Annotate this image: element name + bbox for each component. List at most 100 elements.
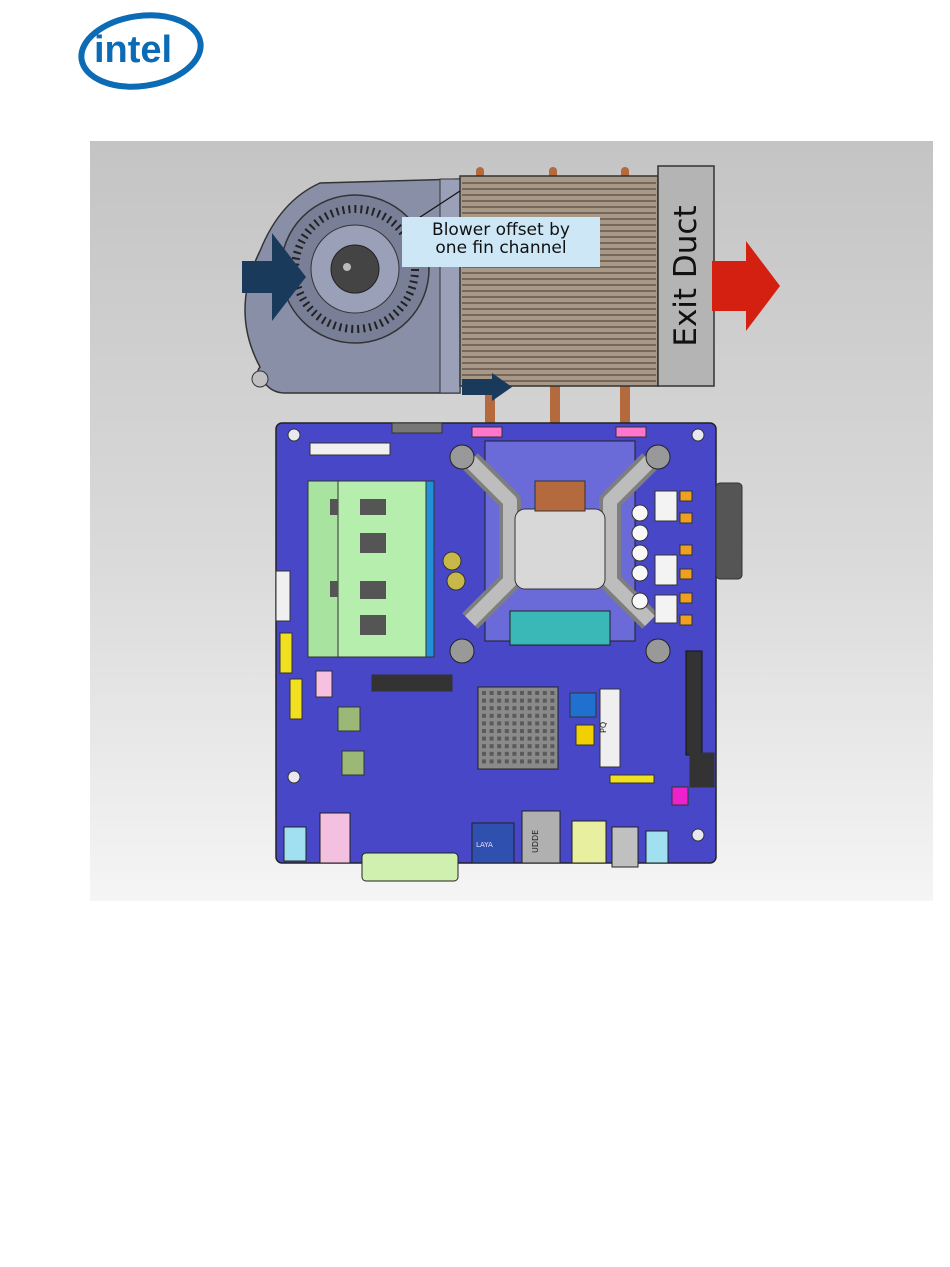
bga-ball [505,759,509,763]
bga-ball [535,737,539,741]
bga-ball [550,737,554,741]
bga-ball [543,729,547,733]
bga-ball [520,706,524,710]
bga-ball [512,714,516,718]
bga-ball [520,714,524,718]
port-label-3: PQ [599,722,608,733]
bga-ball [528,759,532,763]
bga-ball [512,744,516,748]
bga-ball [505,737,509,741]
airflow-out-arrow [712,241,780,331]
thermal-solution-figure: LAYA UDDE PQ Blower offset by one fin ch… [90,141,933,901]
bga-ball [543,706,547,710]
bga-ball [497,729,501,733]
bga-ball [490,699,494,703]
bga-ball [512,752,516,756]
blower-offset-callout: Blower offset by one fin channel [402,217,600,267]
bga-ball [543,752,547,756]
port-label-2: UDDE [531,830,540,853]
bga-ball [550,759,554,763]
bga-ball [535,759,539,763]
exit-duct-label: Exit Duct [658,169,714,383]
motherboard: LAYA UDDE PQ [276,423,742,881]
bga-ball [490,721,494,725]
bga-ball [505,691,509,695]
bga-ball [543,744,547,748]
bga-ball [550,721,554,725]
bga-ball [528,729,532,733]
bga-ball [505,744,509,748]
bga-ball [528,706,532,710]
bga-ball [505,699,509,703]
exit-duct-text: Exit Duct [668,205,704,346]
bga-ball [550,714,554,718]
bga-ball [520,744,524,748]
bga-ball [528,721,532,725]
port-label-1: LAYA [476,841,493,849]
bga-ball [543,691,547,695]
bga-ball [512,759,516,763]
bga-ball [550,699,554,703]
bga-ball [535,706,539,710]
bga-ball [550,691,554,695]
bga-ball [482,759,486,763]
bga-ball [550,706,554,710]
bga-ball [482,744,486,748]
bga-ball [490,714,494,718]
bga-ball [520,752,524,756]
bga-ball [520,737,524,741]
chipset [478,687,558,769]
bga-ball [497,752,501,756]
bga-ball [543,699,547,703]
pcie-slot [686,651,702,755]
bga-ball [490,759,494,763]
callout-line-2: one fin channel [402,239,600,257]
bga-ball [543,714,547,718]
bga-ball [497,744,501,748]
bga-ball [535,721,539,725]
callout-line-1: Blower offset by [402,221,600,239]
bga-ball [528,691,532,695]
bga-ball [497,759,501,763]
bga-ball [528,737,532,741]
bga-ball [505,721,509,725]
bga-ball [528,744,532,748]
bga-ball [490,691,494,695]
bga-ball [520,729,524,733]
bga-ball [482,737,486,741]
bga-ball [535,691,539,695]
bga-ball [497,714,501,718]
bga-ball [490,706,494,710]
bga-ball [505,714,509,718]
bga-ball [482,714,486,718]
intel-logo: intel [78,10,204,92]
bga-ball [490,752,494,756]
bga-ball [512,691,516,695]
bga-ball [535,729,539,733]
bga-ball [520,721,524,725]
bga-ball [520,759,524,763]
bga-ball [482,691,486,695]
bga-ball [550,744,554,748]
bga-ball [482,721,486,725]
electrolytic-cap [443,552,461,570]
bga-ball [512,721,516,725]
bga-ball [505,752,509,756]
bga-ball [550,752,554,756]
bga-ball [543,737,547,741]
bga-ball [520,699,524,703]
bga-ball [505,729,509,733]
bga-ball [482,752,486,756]
bga-ball [482,729,486,733]
bga-ball [497,706,501,710]
bga-ball [497,691,501,695]
bga-ball [490,737,494,741]
bga-ball [543,721,547,725]
memory-slots [308,481,434,657]
bga-ball [528,714,532,718]
bga-ball [535,752,539,756]
bga-ball [512,729,516,733]
bga-ball [512,706,516,710]
bga-ball [497,699,501,703]
bga-ball [528,699,532,703]
